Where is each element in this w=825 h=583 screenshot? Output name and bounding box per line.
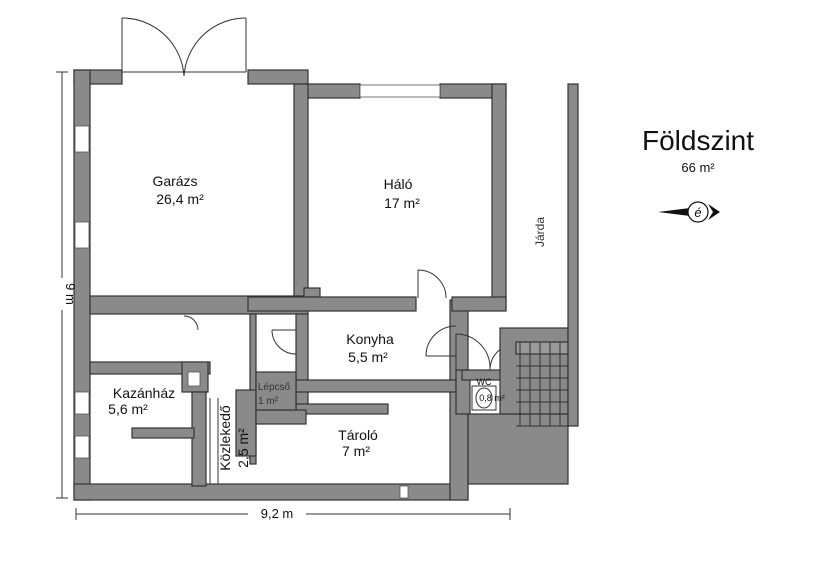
compass-letter: é	[694, 205, 701, 220]
garage-name: Garázs	[152, 173, 197, 189]
wc-area	[455, 369, 517, 415]
corridor-stairs-lines	[209, 371, 297, 484]
interior-doors	[183, 269, 517, 371]
garage-area: 26,4 m²	[156, 191, 204, 207]
storage-area: 7 m²	[342, 443, 370, 459]
stairs-name: Lépcső	[258, 382, 291, 393]
wc-area: 0,8 m²	[479, 393, 505, 403]
width-dimension: 9,2 m	[261, 506, 294, 521]
garage-double-door	[121, 17, 247, 77]
stairs-area: 1 m²	[258, 396, 279, 407]
outer-walls	[73, 69, 507, 501]
kitchen-area: 5,5 m²	[348, 349, 388, 365]
corridor-name: Közlekedő	[217, 405, 233, 471]
sidewalk-wall	[567, 83, 579, 427]
sidewalk-label: Járda	[533, 217, 547, 247]
outside-stairs	[467, 327, 569, 485]
height-dimension: 9 m	[63, 283, 78, 305]
boiler-vent	[187, 371, 201, 387]
floor-area: 66 m²	[681, 160, 715, 175]
compass-icon: é	[658, 201, 720, 223]
bedroom-window	[359, 84, 441, 98]
kitchen-name: Konyha	[346, 331, 394, 347]
bottom-vent	[399, 485, 409, 499]
left-windows	[74, 125, 90, 459]
floor-title: Földszint	[642, 125, 754, 156]
boiler-name: Kazánház	[113, 385, 175, 401]
boiler-area: 5,6 m²	[108, 401, 148, 417]
bedroom-name: Háló	[384, 176, 413, 192]
corridor-area: 2,5 m²	[235, 428, 251, 468]
bedroom-area: 17 m²	[384, 195, 420, 211]
storage-name: Tároló	[338, 427, 378, 443]
interior-walls	[89, 287, 507, 487]
wc-name: WC	[477, 377, 492, 387]
dimension-lines	[54, 71, 511, 522]
